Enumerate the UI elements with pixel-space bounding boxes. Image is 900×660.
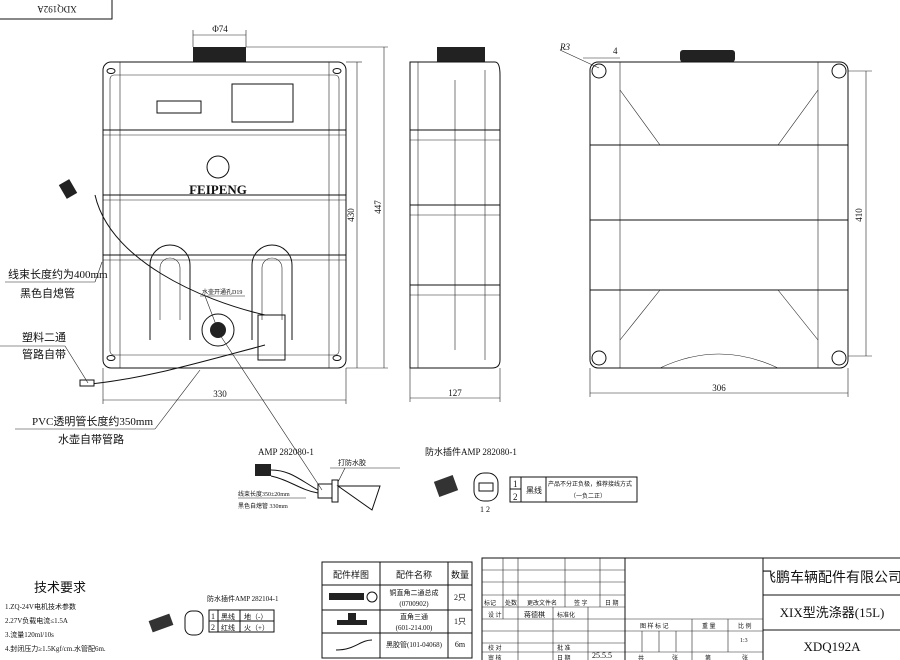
small-label-plate: [156, 100, 202, 114]
tech-item: 1.ZQ-24V电机技术参数: [5, 602, 76, 611]
parts-header: 配件样图: [333, 569, 369, 580]
part-name: 直角三通: [400, 612, 428, 621]
connector-title: 防水插件AMP 282080-1: [425, 446, 517, 457]
part-qty: 2只: [454, 593, 466, 602]
designer-name: 蒋德棋: [524, 610, 545, 619]
motor-pin-wire: 红线: [221, 623, 235, 632]
date-value: 25.5.5: [592, 651, 612, 660]
connector-note-2: （一负二正）: [570, 492, 606, 500]
warning-label-plate: [231, 83, 294, 123]
waterproof-glue-label: 打防水胶: [338, 458, 366, 467]
rear-view: R3 4 306 410: [559, 42, 872, 397]
brand-text: FEIPENG: [189, 182, 247, 197]
motor-pin-no: 1: [211, 612, 215, 621]
connector-wire: 黑线: [526, 485, 542, 495]
dim-height-total: 447: [373, 200, 383, 214]
rear-dim-height: 410: [854, 208, 864, 222]
dim-depth: 127: [448, 388, 462, 398]
part-code: (601-214.00): [396, 624, 433, 632]
side-cap: [437, 47, 485, 62]
side-view: 127: [409, 47, 501, 402]
harness-note-1: 线束长度350±20mm: [238, 490, 290, 498]
tee-fitting-icon: [337, 613, 367, 625]
standard-label: 标准化: [557, 611, 575, 619]
callout-pvc-tube-1: PVC透明管长度约350mm: [32, 414, 153, 428]
part-code: (0700902): [399, 600, 429, 608]
rev-header: 签 字: [574, 599, 588, 607]
scale-value: 1:3: [740, 638, 748, 644]
elbow-fitting-icon: [329, 591, 378, 603]
callouts: 线束长度约为400mm 黑色自熄管 塑料二通 管路自带 PVC透明管长度约350…: [0, 261, 201, 446]
motor-connector-title: 防水插件AMP 282104-1: [207, 594, 279, 603]
rear-cap: [680, 50, 735, 62]
motor-pin-function: 火（+）: [244, 624, 269, 632]
dim-cap-diameter: Φ74: [212, 24, 228, 34]
review-label: 审 核: [488, 654, 502, 660]
motor-pin-function: 地（-）: [244, 612, 267, 621]
parts-table: 配件样图 配件名称 数量 铜直角二通总成 (0700902) 2只 直角三通 (…: [321, 561, 473, 659]
title-block: 标记 处数 更改文件名 签 字 日 期 设 计 蒋德棋 标准化 校 对 批 准 …: [481, 557, 900, 660]
tech-requirements: 技术要求 1.ZQ-24V电机技术参数 2.27V负载电流≤1.5A 3.流量1…: [5, 580, 106, 653]
rev-header: 更改文件名: [527, 599, 557, 607]
filler-cap: [193, 47, 246, 62]
rev-header: 日 期: [605, 599, 619, 607]
pin-1: 1: [513, 479, 518, 489]
tech-title: 技术要求: [34, 580, 86, 595]
pin-2: 2: [513, 492, 518, 502]
mirrored-number-text: XDQ192A: [37, 4, 77, 14]
part-name: 黑胶管(101-04068): [386, 640, 443, 649]
callout-pvc-tube-2: 水壶自带管路: [58, 432, 124, 446]
hole-note: 水壶开通孔D19: [202, 288, 242, 296]
design-label: 设 计: [488, 611, 502, 619]
mirrored-drawing-number: XDQ192A: [0, 0, 113, 20]
front-view: FEIPENG Φ74 430 447 330 水壶开通孔D19: [58, 24, 388, 404]
parts-header: 数量: [451, 569, 469, 580]
hose-icon: [335, 639, 373, 651]
connector-detail: 防水插件AMP 282080-1 1 2 1 2 黑线 产品不分正负极，推荐接线…: [425, 446, 638, 514]
part-qty: 6m: [455, 640, 466, 649]
rev-header: 处数: [505, 599, 517, 607]
page-sheets-label: 张: [742, 654, 748, 660]
callout-plastic-tee-2: 管路自带: [22, 347, 66, 361]
rear-dim-width: 306: [712, 383, 726, 393]
total-label: 共: [638, 654, 644, 660]
rev-header: 标记: [484, 599, 496, 607]
harness-note-2: 黑色自熄管 330mm: [238, 502, 288, 510]
scale-label: 比 例: [738, 622, 752, 630]
date-label: 日 期: [557, 654, 571, 660]
pump-motor: [257, 314, 286, 361]
sheets-label: 张: [672, 654, 678, 660]
parts-header: 配件名称: [396, 569, 432, 580]
product-name: XIX型洗涤器(15L): [780, 605, 885, 620]
tech-item: 3.流量120ml/10s: [5, 630, 54, 639]
connector-pins: 1 2: [480, 505, 490, 514]
dim-height-body: 430: [346, 208, 356, 222]
stage-label: 图 样 标 记: [640, 622, 669, 630]
connector-note-1: 产品不分正负极，推荐接线方式: [548, 480, 632, 488]
pump-detail: AMP 282080-1 打防水胶 线束长度350±20mm 黑色自熄管 330…: [219, 334, 400, 511]
motor-connector: 防水插件AMP 282104-1 1 黑线 地（-） 2 红线 火（+）: [148, 594, 279, 636]
dim-width: 330: [213, 389, 227, 399]
callout-harness-length: 线束长度约为400mm: [8, 267, 108, 281]
tech-item: 2.27V负载电流≤1.5A: [5, 616, 68, 625]
callout-harness-tube: 黑色自熄管: [20, 286, 75, 300]
dim-radius: R3: [559, 42, 570, 52]
motor-pin-no: 2: [211, 623, 215, 632]
dim-hole: 4: [613, 46, 618, 56]
tech-item: 4.封闭压力≥1.5Kgf/cm.水管配6m.: [5, 644, 106, 653]
weight-label: 重 量: [702, 622, 716, 630]
brand-logo-icon: [206, 155, 230, 179]
page-label: 第: [705, 654, 711, 660]
pump-connector-label: AMP 282080-1: [258, 447, 314, 457]
company-name: 飞鹏车辆配件有限公司: [762, 569, 900, 586]
check-label: 校 对: [488, 644, 502, 652]
part-name: 铜直角二通总成: [390, 588, 439, 597]
approve-label: 批 准: [557, 644, 571, 652]
motor-pin-wire: 黑线: [221, 612, 235, 621]
drawing-number: XDQ192A: [803, 639, 861, 654]
part-qty: 1只: [454, 617, 466, 626]
callout-plastic-tee-1: 塑料二通: [22, 330, 66, 344]
